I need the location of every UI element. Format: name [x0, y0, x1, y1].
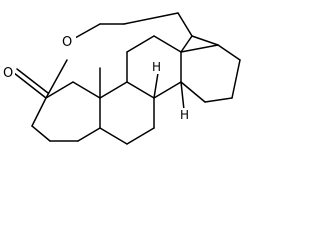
label-mask	[1, 64, 15, 80]
hydrogen-label: H	[180, 108, 189, 122]
bond	[191, 35, 219, 46]
label-mask	[179, 108, 193, 122]
bond	[180, 81, 185, 111]
bond	[45, 81, 74, 99]
bond	[74, 23, 101, 39]
bond	[217, 44, 241, 61]
bond	[153, 81, 182, 99]
bond	[231, 59, 241, 99]
bond	[177, 12, 193, 37]
bond	[126, 35, 155, 53]
bond	[45, 59, 68, 99]
bond	[204, 97, 233, 103]
bond	[77, 127, 101, 142]
label-mask	[151, 60, 165, 74]
bond	[180, 44, 219, 53]
hydrogen-label: H	[152, 60, 161, 74]
bond	[180, 35, 193, 53]
bond	[16, 68, 49, 94]
bond	[153, 35, 182, 53]
bond	[180, 81, 206, 103]
molecule-svg: O O H H	[1, 12, 241, 145]
label-mask	[60, 33, 76, 49]
bond	[31, 97, 47, 127]
structure-diagram: O O H H	[1, 12, 241, 145]
bond	[126, 127, 155, 145]
bond	[72, 81, 101, 99]
bond-group	[13, 12, 241, 145]
carbonyl-oxygen-label: O	[3, 66, 13, 81]
bond	[13, 72, 47, 99]
bond	[99, 81, 128, 99]
ether-oxygen-label: O	[62, 35, 72, 50]
bond	[31, 125, 51, 142]
atom-labels: O O H H	[1, 33, 193, 122]
bond	[99, 127, 128, 145]
bond	[153, 72, 159, 99]
bond	[123, 12, 179, 25]
bond	[126, 81, 155, 99]
